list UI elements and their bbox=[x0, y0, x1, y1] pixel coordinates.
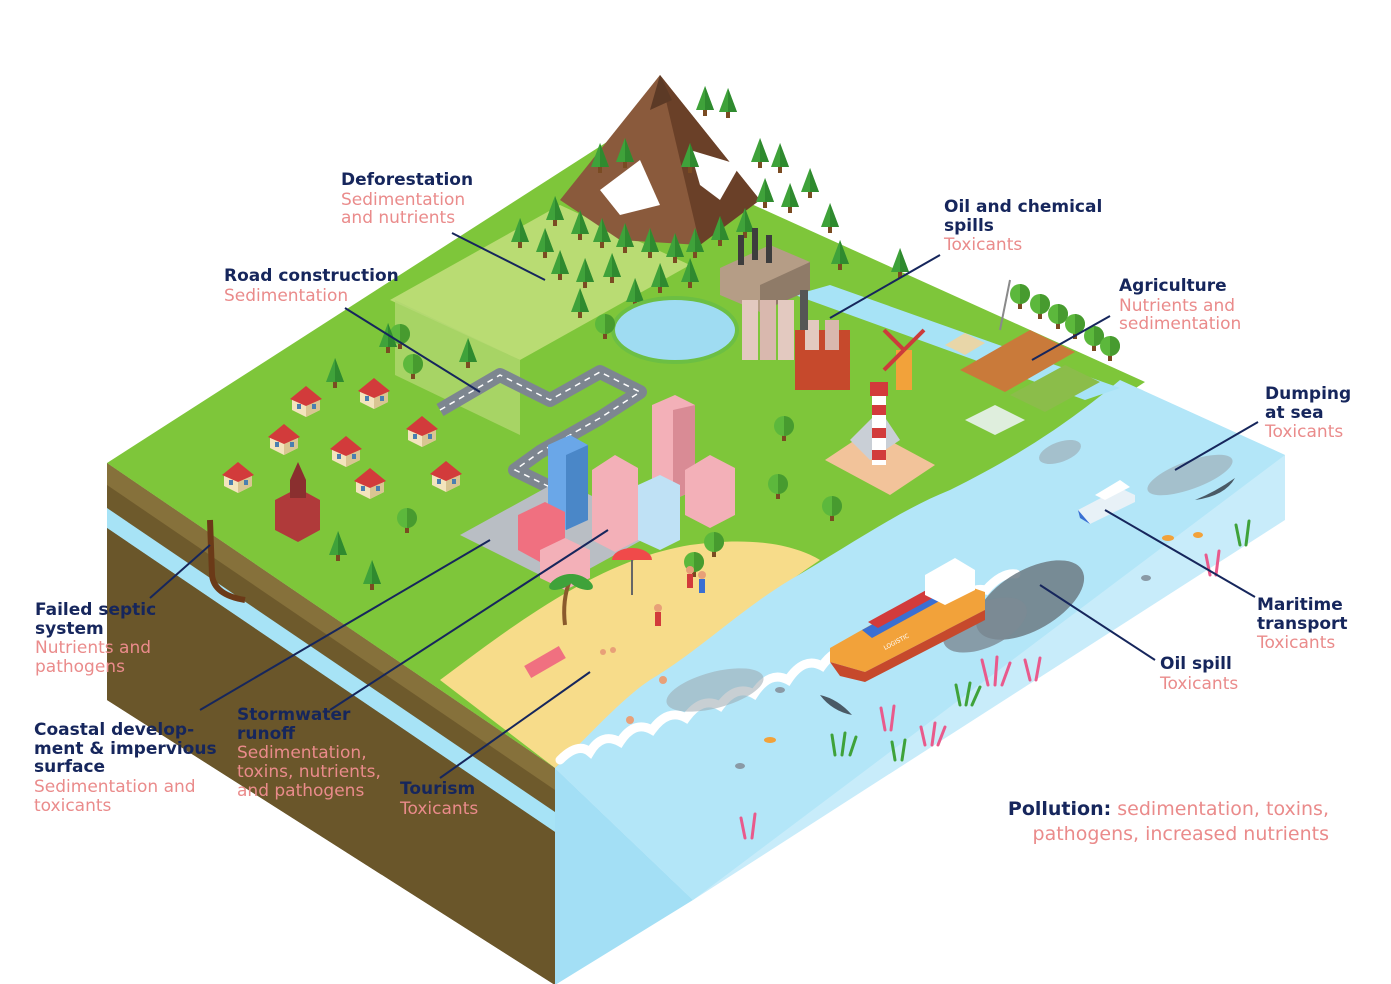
label-subtitle: Sedimentation bbox=[224, 285, 349, 306]
label-subtitle: Nutrients and pathogens bbox=[35, 638, 152, 678]
leader-lines bbox=[149, 232, 1259, 779]
leader-oil-chemical-spills bbox=[829, 254, 941, 319]
cleared-field bbox=[390, 205, 690, 360]
leader-agriculture bbox=[1031, 315, 1111, 361]
label-failed-septic: Failed septic system Nutrients and patho… bbox=[35, 601, 156, 677]
umbrella-icon bbox=[612, 548, 652, 595]
label-tourism: Tourism Toxicants bbox=[400, 780, 478, 818]
factory-icon bbox=[720, 228, 850, 390]
legend-title: Pollution: bbox=[1007, 798, 1112, 820]
label-subtitle: Toxicants bbox=[944, 235, 1023, 256]
leader-oil-spill bbox=[1039, 584, 1156, 661]
label-stormwater-runoff: Stormwater runoff Sedimentation, toxins,… bbox=[237, 705, 381, 801]
septic-pipe-icon bbox=[207, 519, 246, 603]
label-subtitle: Sedimentation, toxins, nutrients, and pa… bbox=[237, 743, 381, 801]
label-title: Tourism bbox=[400, 779, 476, 799]
cargo-ship-icon: LOGISTIC bbox=[830, 558, 985, 682]
leader-maritime-transport bbox=[1104, 509, 1256, 598]
label-title: Agriculture bbox=[1119, 276, 1227, 296]
farm-icon bbox=[945, 279, 1120, 435]
label-subtitle: Toxicants bbox=[1265, 422, 1344, 443]
skyscraper-icon bbox=[518, 395, 735, 590]
leader-stormwater-runoff bbox=[329, 529, 609, 711]
cruise-ship-icon bbox=[1078, 480, 1135, 524]
shark-icon bbox=[820, 478, 1235, 715]
legend-text: sedimentation, toxins, pathogens, increa… bbox=[1032, 798, 1329, 845]
label-dumping-at-sea: Dumping at sea Toxicants bbox=[1265, 385, 1351, 442]
leader-coastal-development bbox=[199, 539, 491, 711]
windmill-icon bbox=[882, 328, 926, 390]
label-title: Stormwater runoff bbox=[237, 705, 351, 744]
leader-dumping-at-sea bbox=[1174, 421, 1259, 471]
label-title: Coastal develop- ment & impervious surfa… bbox=[34, 720, 217, 778]
label-subtitle: Sedimentation and nutrients bbox=[341, 189, 466, 229]
pond-icon bbox=[611, 296, 739, 364]
leader-road-construction bbox=[344, 307, 481, 393]
church-icon bbox=[275, 462, 320, 542]
label-title: Road construction bbox=[224, 266, 399, 286]
label-title: Failed septic system bbox=[35, 600, 157, 639]
palm-tree-icon bbox=[549, 573, 593, 626]
label-title: Dumping at sea bbox=[1265, 384, 1352, 423]
lighthouse-icon bbox=[825, 382, 935, 495]
beach-towel bbox=[524, 645, 566, 679]
mountain-icon bbox=[560, 75, 760, 245]
label-subtitle: Toxicants bbox=[400, 798, 479, 819]
leader-tourism bbox=[439, 671, 591, 779]
label-subtitle: Nutrients and sedimentation bbox=[1119, 295, 1242, 335]
label-road-construction: Road construction Sedimentation bbox=[224, 267, 399, 305]
label-subtitle: Sedimentation and toxicants bbox=[34, 777, 196, 816]
land-surface bbox=[107, 140, 1145, 768]
label-maritime-transport: Maritime transport Toxicants bbox=[1257, 596, 1348, 653]
label-subtitle: Toxicants bbox=[1257, 633, 1336, 654]
label-coastal-development: Coastal develop- ment & impervious surfa… bbox=[34, 720, 217, 816]
label-oil-spill: Oil spill Toxicants bbox=[1160, 655, 1238, 693]
swimmer-icon bbox=[600, 566, 706, 724]
label-oil-chemical-spills: Oil and chemical spills Toxicants bbox=[944, 198, 1102, 255]
label-title: Oil spill bbox=[1160, 654, 1232, 674]
leader-failed-septic bbox=[149, 544, 211, 599]
label-subtitle: Toxicants bbox=[1160, 673, 1239, 694]
leader-deforestation bbox=[451, 232, 546, 281]
fish-icon bbox=[735, 532, 1203, 769]
label-title: Oil and chemical spills bbox=[944, 197, 1103, 236]
label-agriculture: Agriculture Nutrients and sedimentation bbox=[1119, 277, 1241, 334]
sea-side-face bbox=[555, 768, 693, 984]
label-title: Maritime transport bbox=[1257, 595, 1348, 634]
label-title: Deforestation bbox=[341, 170, 474, 190]
label-deforestation: Deforestation Sedimentation and nutrient… bbox=[341, 171, 473, 228]
pollution-legend: Pollution: sedimentation, toxins, pathog… bbox=[1008, 797, 1329, 846]
